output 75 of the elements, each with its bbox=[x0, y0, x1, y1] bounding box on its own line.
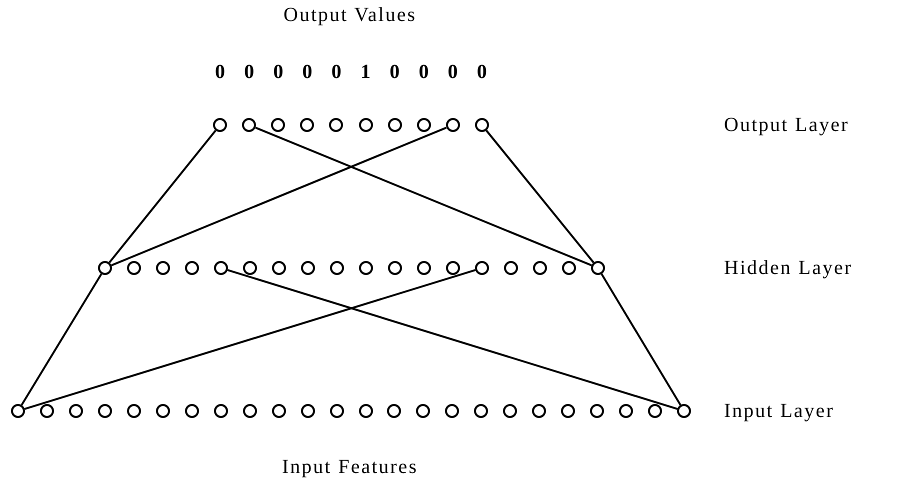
connection-line bbox=[111, 126, 447, 266]
neuron-circle bbox=[446, 118, 460, 132]
neuron-circle bbox=[504, 261, 518, 275]
output-value: 0 bbox=[418, 60, 429, 84]
output-value: 0 bbox=[448, 60, 458, 84]
neuron-circle bbox=[272, 261, 286, 275]
neuron-circle bbox=[648, 404, 662, 418]
layer-label: Hidden Layer bbox=[724, 256, 853, 280]
neuron-circle bbox=[416, 118, 431, 132]
output-value: 0 bbox=[302, 60, 312, 84]
heading-text: Output Values bbox=[284, 3, 417, 27]
neuron-circle bbox=[475, 261, 489, 275]
output-value: 0 bbox=[476, 60, 487, 84]
neuron-circle bbox=[213, 118, 227, 132]
connection-line bbox=[20, 273, 102, 406]
neuron-circle bbox=[416, 404, 430, 418]
neuron-circle bbox=[243, 261, 257, 275]
heading-text: Input Features bbox=[282, 455, 418, 479]
neuron-circle bbox=[98, 261, 112, 275]
neuron-circle bbox=[561, 404, 576, 418]
neuron-circle bbox=[474, 404, 488, 418]
connection-line bbox=[600, 273, 682, 406]
neuron-circle bbox=[126, 404, 141, 418]
neuron-circle bbox=[242, 118, 256, 132]
neuron-circle bbox=[330, 404, 344, 418]
neuron-circle bbox=[532, 404, 546, 418]
neuron-circle bbox=[562, 261, 576, 275]
neuron-circle bbox=[300, 118, 314, 132]
neuron-circle bbox=[533, 261, 547, 275]
output-value: 0 bbox=[390, 60, 400, 84]
neuron-circle bbox=[271, 118, 286, 132]
neuron-circle bbox=[677, 404, 692, 418]
neuron-circle bbox=[214, 404, 228, 418]
neuron-circle bbox=[300, 404, 315, 418]
neuron-circle bbox=[388, 261, 402, 275]
neuron-circle bbox=[272, 404, 286, 418]
neuron-circle bbox=[214, 261, 228, 275]
neuron-circle bbox=[388, 118, 402, 132]
connection-line bbox=[24, 269, 476, 410]
connection-line bbox=[108, 130, 216, 264]
neuron-circle bbox=[184, 404, 199, 418]
layer-label: Input Layer bbox=[724, 399, 834, 423]
neuron-circle bbox=[127, 261, 141, 275]
neuron-circle bbox=[619, 404, 634, 418]
neuron-circle bbox=[98, 404, 112, 418]
output-value: 0 bbox=[215, 60, 225, 84]
neuron-circle bbox=[11, 404, 25, 418]
neuron-circle bbox=[503, 404, 518, 418]
neuron-circle bbox=[474, 118, 489, 132]
neuron-circle bbox=[156, 404, 170, 418]
output-value: 0 bbox=[273, 60, 284, 84]
neuron-circle bbox=[358, 404, 373, 418]
neuron-circle bbox=[591, 261, 605, 275]
connection-line bbox=[227, 269, 678, 410]
neuron-circle bbox=[359, 261, 373, 275]
connection-line bbox=[486, 130, 594, 264]
neuron-circle bbox=[185, 261, 199, 275]
neuron-circle bbox=[387, 404, 402, 418]
layer-label: Output Layer bbox=[724, 113, 850, 137]
output-value: 0 bbox=[331, 60, 342, 84]
neuron-circle bbox=[40, 404, 54, 418]
output-value: 0 bbox=[244, 60, 254, 84]
neuron-circle bbox=[329, 118, 344, 132]
neuron-circle bbox=[330, 261, 344, 275]
neuron-circle bbox=[590, 404, 604, 418]
neuron-circle bbox=[68, 404, 83, 418]
neuron-circle bbox=[417, 261, 431, 275]
neuron-circle bbox=[301, 261, 315, 275]
neuron-circle bbox=[445, 404, 460, 418]
neuron-circle bbox=[242, 404, 257, 418]
neuron-circle bbox=[156, 261, 170, 275]
output-value: 1 bbox=[360, 60, 370, 84]
connection-line bbox=[255, 126, 592, 266]
neuron-circle bbox=[446, 261, 460, 275]
neuron-circle bbox=[358, 118, 372, 132]
